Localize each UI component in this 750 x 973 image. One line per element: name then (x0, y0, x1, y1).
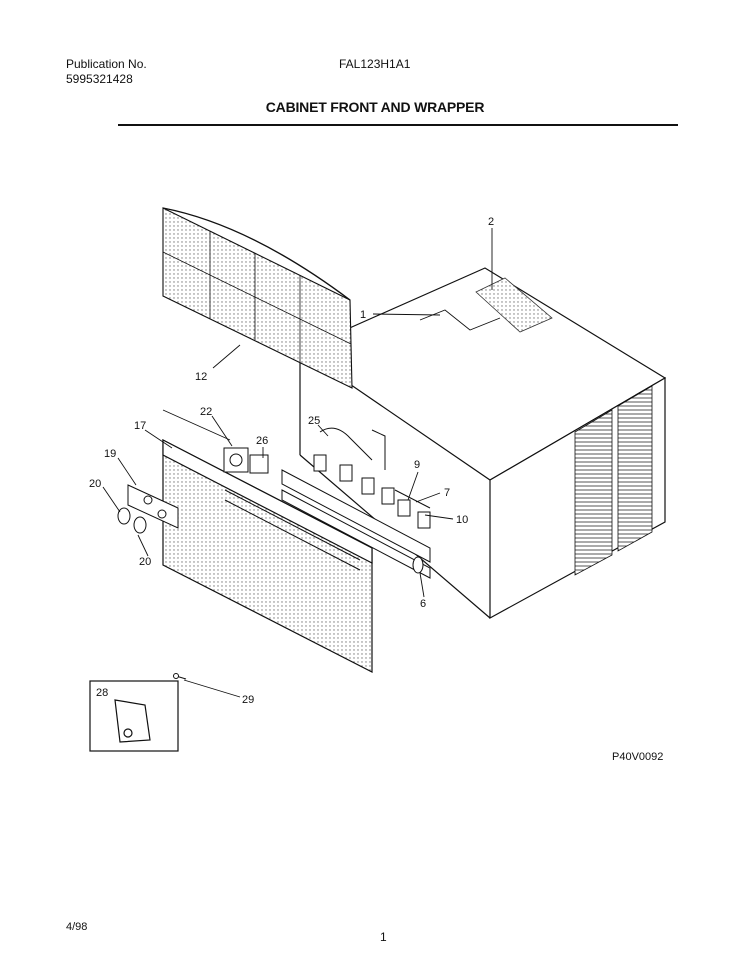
part-label-22: 22 (200, 406, 212, 418)
control-knobs (117, 507, 147, 534)
control-panel-bezel (127, 484, 179, 529)
control-switch (223, 447, 269, 474)
wrapper-mesh-insert (475, 277, 553, 333)
part-label-20-bottom: 20 (139, 556, 151, 568)
screw (173, 673, 187, 680)
figure-id: P40V0092 (612, 751, 664, 763)
wiring-harness (319, 427, 386, 470)
part-label-2: 2 (488, 216, 494, 228)
front-panel (162, 409, 373, 673)
part-label-7: 7 (444, 487, 450, 499)
part-label-19: 19 (104, 448, 116, 460)
part-label-17: 17 (134, 420, 146, 432)
louver-assembly (281, 454, 431, 579)
inset-bracket-box (89, 680, 179, 752)
part-label-12: 12 (195, 371, 207, 383)
part-label-10: 10 (456, 514, 468, 526)
page-title: CABINET FRONT AND WRAPPER (265, 99, 485, 115)
part-label-25: 25 (308, 415, 320, 427)
part-label-28: 28 (96, 687, 108, 699)
footer-date: 4/98 (66, 921, 88, 933)
part-label-20-top: 20 (89, 478, 101, 490)
part-label-6: 6 (420, 598, 426, 610)
page-number: 1 (380, 930, 387, 944)
part-label-26: 26 (256, 435, 268, 447)
model-number: FAL123H1A1 (339, 57, 411, 71)
leader-lines (102, 228, 493, 698)
title-rule (118, 124, 678, 126)
part-label-29: 29 (242, 694, 254, 706)
publication-label: Publication No. (66, 57, 147, 71)
filter-panel (162, 207, 353, 389)
part-label-9: 9 (414, 459, 420, 471)
part-label-1: 1 (360, 309, 366, 321)
publication-number: 5995321428 (66, 72, 133, 86)
